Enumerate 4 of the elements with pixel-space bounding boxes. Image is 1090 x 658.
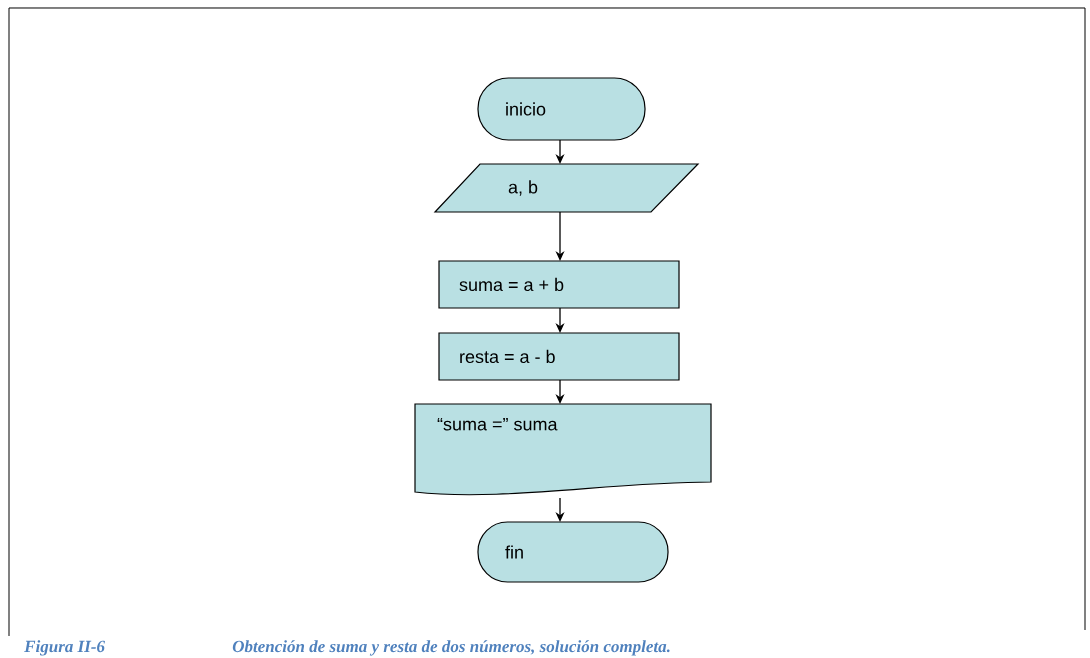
process-box: suma = a + b: [438, 260, 680, 309]
caption: Obtención de suma y resta de dos números, solución completa.: [232, 640, 670, 656]
process-box: resta = a - b: [438, 332, 680, 381]
figure-number: Figura II-6: [24, 640, 105, 656]
